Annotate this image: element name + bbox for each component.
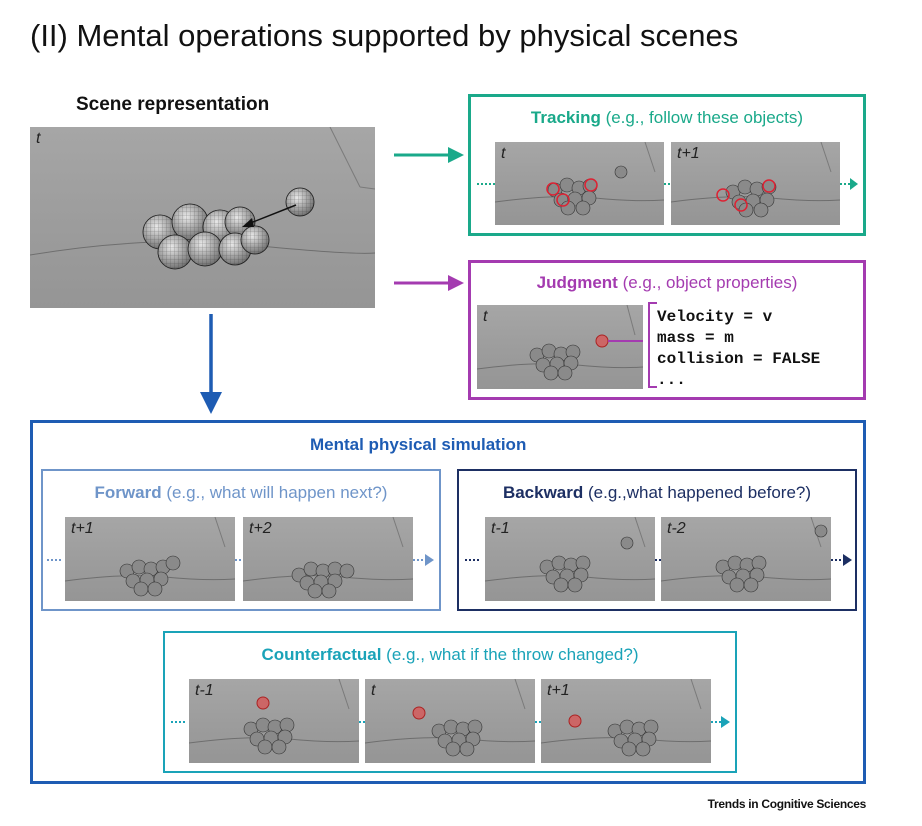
forward-title-bold: Forward	[94, 483, 162, 502]
backward-frame-1: t-1	[485, 517, 655, 601]
counterfactual-panel: Counterfactual (e.g., what if the throw …	[163, 631, 737, 773]
counterfactual-frame-2: t	[365, 679, 535, 763]
scene-main-frame: t	[30, 127, 375, 308]
backward-title-rest: (e.g.,what happened before?)	[583, 483, 812, 502]
tracking-panel: Tracking (e.g., follow these objects) t …	[468, 94, 866, 236]
simulation-panel: Mental physical simulation Forward (e.g.…	[30, 420, 866, 784]
counterfactual-arrow-right	[711, 716, 730, 728]
counterfactual-dots-mid-1	[359, 721, 365, 723]
scene-frame-label: t	[36, 130, 41, 147]
backward-panel: Backward (e.g.,what happened before?) t-…	[457, 469, 857, 611]
judgment-line-collision: collision = FALSE	[657, 350, 821, 368]
counterfactual-frame-1: t-1	[189, 679, 359, 763]
judgment-frame-label: t	[483, 308, 488, 325]
forward-title-rest: (e.g., what will happen next?)	[161, 483, 388, 502]
judgment-line-ellipsis: ...	[657, 371, 686, 389]
backward-title: Backward (e.g.,what happened before?)	[459, 483, 855, 503]
tracking-arrow-right	[840, 178, 858, 190]
counterfactual-dots-mid-2	[535, 721, 541, 723]
journal-credit: Trends in Cognitive Sciences	[707, 797, 867, 811]
counterfactual-frame-3: t+1	[541, 679, 711, 763]
judgment-bracket	[648, 302, 657, 388]
tracking-title-bold: Tracking	[530, 108, 601, 127]
counterfactual-frame-3-label: t+1	[547, 682, 570, 699]
backward-dots-mid	[655, 559, 661, 561]
arrow-to-tracking	[394, 147, 464, 163]
scene-representation-label: Scene representation	[76, 94, 270, 115]
tracking-frame-2-label: t+1	[677, 145, 700, 162]
counterfactual-title-rest: (e.g., what if the throw changed?)	[381, 645, 639, 664]
forward-frame-1: t+1	[65, 517, 235, 601]
counterfactual-dots-left	[171, 721, 187, 723]
judgment-panel: Judgment (e.g., object properties) t Vel…	[468, 260, 866, 400]
counterfactual-frame-2-label: t	[371, 682, 376, 699]
judgment-title: Judgment (e.g., object properties)	[471, 273, 863, 293]
judgment-frame: t	[477, 305, 643, 389]
tracking-title-rest: (e.g., follow these objects)	[600, 108, 804, 127]
forward-dots-mid	[235, 559, 242, 561]
scene-ball-cluster	[142, 187, 315, 270]
counterfactual-title: Counterfactual (e.g., what if the throw …	[165, 645, 735, 665]
forward-arrow-right	[413, 554, 434, 566]
figure-title: (II) Mental operations supported by phys…	[30, 18, 739, 53]
counterfactual-frame-1-label: t-1	[195, 682, 214, 699]
forward-frame-1-label: t+1	[71, 520, 94, 537]
counterfactual-title-bold: Counterfactual	[261, 645, 382, 664]
tracking-dots-mid	[664, 183, 671, 185]
forward-dots-left	[47, 559, 63, 561]
backward-frame-1-label: t-1	[491, 520, 510, 537]
backward-arrow-right	[831, 554, 852, 566]
tracking-dots-left	[477, 183, 495, 185]
forward-frame-2-label: t+2	[249, 520, 272, 537]
judgment-line-mass: mass = m	[657, 329, 734, 347]
arrow-to-simulation	[200, 314, 222, 414]
forward-panel: Forward (e.g., what will happen next?) t…	[41, 469, 441, 611]
backward-title-bold: Backward	[502, 483, 584, 502]
forward-frame-2: t+2	[243, 517, 413, 601]
backward-dots-left	[465, 559, 481, 561]
tracking-frame-2: t+1	[671, 142, 840, 225]
judgment-title-rest: (e.g., object properties)	[617, 273, 798, 292]
tracking-title: Tracking (e.g., follow these objects)	[471, 108, 863, 128]
judgment-title-bold: Judgment	[536, 273, 618, 292]
arrow-to-judgment	[394, 275, 464, 291]
judgment-line-velocity: Velocity = v	[657, 308, 773, 326]
backward-frame-2-label: t-2	[667, 520, 686, 537]
simulation-title: Mental physical simulation	[310, 435, 527, 454]
tracking-frame-1: t	[495, 142, 664, 225]
forward-title: Forward (e.g., what will happen next?)	[43, 483, 439, 503]
tracking-frame-1-label: t	[501, 145, 506, 162]
backward-frame-2: t-2	[661, 517, 831, 601]
